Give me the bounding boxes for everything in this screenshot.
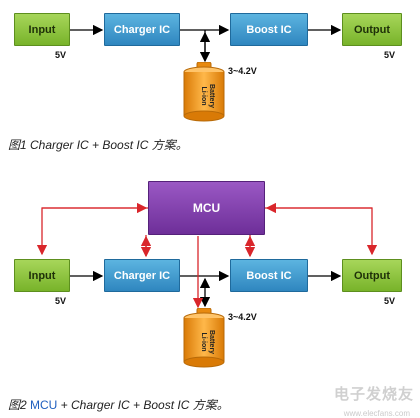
- caption-2-prefix: 图2: [8, 398, 31, 412]
- mcu-label: MCU: [192, 201, 221, 215]
- boost-ic-box-2: Boost IC: [230, 259, 308, 292]
- output-label-2: Output: [353, 269, 391, 282]
- battery-label-line2-1: Battery: [208, 84, 215, 108]
- watermark-logo: 电子发烧友: [333, 386, 414, 403]
- boost-ic-label-1: Boost IC: [246, 23, 292, 36]
- input-box-1: Input: [14, 13, 70, 46]
- li-ion-battery-1: Li-ion Battery: [181, 61, 227, 122]
- battery-icon: Li-ion Battery: [183, 61, 225, 122]
- input-voltage-1: 5V: [55, 50, 67, 60]
- caption-figure-1: 图1 Charger IC + Boost IC 方案。: [8, 138, 188, 152]
- output-voltage-1: 5V: [384, 50, 396, 60]
- li-ion-battery-2: Li-ion Battery: [181, 307, 227, 368]
- charger-ic-box-2: Charger IC: [104, 259, 180, 292]
- watermark-url: www.elecfans.com: [343, 409, 410, 418]
- charger-ic-label-2: Charger IC: [113, 269, 171, 282]
- battery-label-line1-1: Li-ion: [200, 86, 207, 105]
- input-label-1: Input: [28, 23, 56, 36]
- input-box-2: Input: [14, 259, 70, 292]
- output-box-1: Output: [342, 13, 402, 46]
- battery-label-line1-2: Li-ion: [200, 332, 207, 351]
- output-label-1: Output: [353, 23, 391, 36]
- battery-voltage-1: 3~4.2V: [228, 66, 257, 76]
- wire-mcu-input: [36, 207, 148, 256]
- battery-label-line2-2: Battery: [208, 330, 215, 354]
- boost-ic-label-2: Boost IC: [246, 269, 292, 282]
- caption-2-mcu-link[interactable]: MCU: [30, 398, 58, 412]
- charger-ic-box-1: Charger IC: [104, 13, 180, 46]
- input-label-2: Input: [28, 269, 56, 282]
- caption-2-rest: + Charger IC + Boost IC 方案。: [57, 398, 229, 412]
- charger-ic-label-1: Charger IC: [113, 23, 171, 36]
- output-box-2: Output: [342, 259, 402, 292]
- battery-icon: Li-ion Battery: [183, 307, 225, 368]
- output-voltage-2: 5V: [384, 296, 396, 306]
- input-voltage-2: 5V: [55, 296, 67, 306]
- boost-ic-box-1: Boost IC: [230, 13, 308, 46]
- wire-mcu-output: [265, 207, 378, 256]
- caption-figure-2: 图2 MCU + Charger IC + Boost IC 方案。: [8, 396, 229, 413]
- battery-voltage-2: 3~4.2V: [228, 312, 257, 322]
- mcu-box: MCU: [148, 181, 265, 235]
